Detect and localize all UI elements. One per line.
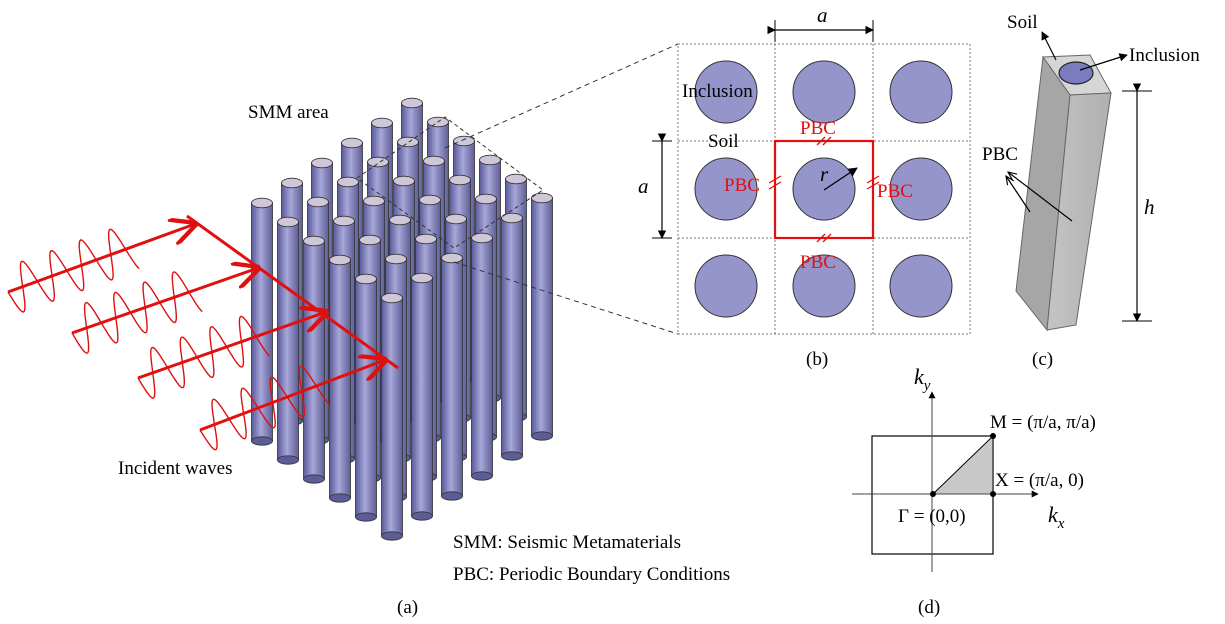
radius-label: r	[820, 162, 829, 186]
pbc-label-left: PBC	[724, 175, 760, 196]
gamma-point	[930, 491, 936, 497]
m-point-label: M = (π/a, π/a)	[990, 412, 1096, 433]
kx-label: kx	[1048, 502, 1065, 532]
inclusion-circle	[694, 60, 758, 124]
pbc-label-bottom: PBC	[800, 252, 836, 273]
caption-b: (b)	[806, 349, 828, 370]
pbc-tick-top	[816, 136, 832, 146]
ky-label: ky	[914, 364, 931, 394]
pillar	[471, 232, 493, 481]
smm-area-outline	[356, 116, 544, 249]
pillar	[355, 273, 377, 522]
pillar	[303, 235, 325, 484]
pillar	[441, 252, 463, 501]
pillar	[411, 272, 433, 521]
height-dimension	[1122, 83, 1152, 322]
x-point-label: X = (π/a, 0)	[995, 470, 1084, 491]
gamma-point-label: Γ = (0,0)	[898, 506, 966, 527]
column-height-label: h	[1144, 195, 1155, 219]
pbc-tick-right	[866, 175, 880, 190]
wave-direction-arrow	[137, 312, 326, 380]
pbc-tick-bottom	[816, 233, 832, 243]
pillar	[501, 212, 523, 461]
smm-area-label: SMM area	[248, 102, 329, 123]
zoom-line-bottom	[453, 261, 679, 335]
inclusion-circle	[792, 60, 856, 124]
pbc-pointer-1	[1008, 172, 1073, 222]
inclusion-circle	[694, 157, 758, 221]
wave-signal	[71, 271, 203, 354]
inclusion-circle	[792, 157, 856, 221]
radius-arrow	[823, 167, 858, 191]
m-point	[990, 433, 996, 439]
wave-direction-arrow	[71, 268, 258, 335]
column-inclusion	[1058, 61, 1094, 85]
inclusion-circle	[889, 157, 953, 221]
legend-smm: SMM: Seismic Metamaterials	[453, 532, 681, 553]
zoom-line-top	[444, 43, 679, 149]
inclusion-circle	[889, 254, 953, 318]
wave-signal	[7, 228, 140, 313]
legend-pbc: PBC: Periodic Boundary Conditions	[453, 564, 730, 585]
incident-waves-label: Incident waves	[118, 458, 232, 479]
irreducible-zone	[931, 434, 994, 495]
pbc-label-top: PBC	[800, 118, 836, 139]
inclusion-circle	[694, 254, 758, 318]
caption-a: (a)	[397, 597, 418, 618]
pillar	[531, 192, 553, 441]
pillar	[381, 292, 403, 541]
wave-direction-arrow	[199, 360, 385, 432]
pbc-unit-cell	[773, 139, 875, 240]
x-point	[990, 491, 996, 497]
soil-label: Soil	[708, 131, 739, 152]
wave-signal	[137, 315, 271, 399]
pbc-tick-left	[768, 175, 782, 190]
pillar	[277, 216, 299, 465]
lattice-constant-top: a	[817, 3, 828, 27]
column-inclusion-label: Inclusion	[1129, 45, 1200, 66]
inclusion-pointer	[1079, 53, 1128, 71]
caption-c: (c)	[1032, 349, 1053, 370]
pillar	[329, 254, 351, 503]
inclusion-grid	[694, 60, 953, 318]
wave-direction-arrow	[7, 224, 195, 294]
soil-column	[1015, 54, 1112, 332]
pbc-pointer-2	[1006, 176, 1031, 213]
inclusion-label: Inclusion	[682, 81, 753, 102]
smm-pillar-array	[251, 97, 553, 541]
soil-pointer	[1041, 31, 1057, 61]
lattice-constant-left: a	[638, 174, 649, 198]
pbc-label-right: PBC	[877, 181, 913, 202]
inclusion-circle	[792, 254, 856, 318]
wavefront-line	[186, 214, 399, 370]
caption-d: (d)	[918, 597, 940, 618]
column-pbc-label: PBC	[982, 144, 1018, 165]
column-soil-label: Soil	[1007, 12, 1038, 33]
incident-waves	[7, 224, 385, 451]
inclusion-circle	[889, 60, 953, 124]
